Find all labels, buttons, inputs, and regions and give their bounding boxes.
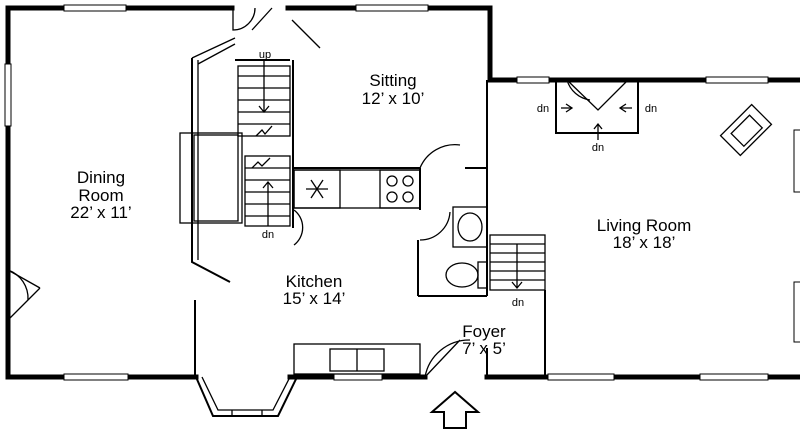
- exterior-walls: [5, 5, 800, 380]
- doors: [7, 7, 471, 378]
- stair-down-foyer: [489, 234, 546, 291]
- window-east-living-1: [793, 129, 800, 193]
- range: [379, 169, 421, 209]
- window-west-dining: [4, 63, 12, 127]
- window-south-dining: [63, 373, 129, 381]
- refrigerator: [293, 169, 341, 209]
- door-north-leaf: [251, 7, 273, 31]
- stair-down-kitchen-label: dn: [262, 229, 274, 241]
- door-sitting: [419, 144, 461, 169]
- fireplace: [179, 132, 243, 224]
- toilet-tank: [477, 261, 488, 289]
- foyer-name: Foyer: [462, 322, 506, 341]
- door-stair-top: [291, 19, 321, 49]
- window-north-dining: [63, 4, 127, 12]
- sink-counter: [293, 343, 421, 375]
- door-west: [7, 269, 41, 321]
- step-down-right-label: dn: [645, 103, 657, 115]
- door-foyer: [424, 339, 471, 378]
- living-step-alcove: [555, 79, 639, 140]
- window-north-living: [705, 76, 769, 84]
- window-south-kitchen: [333, 373, 383, 381]
- kitchen-fixtures: [293, 169, 421, 375]
- door-kitchen-stair: [293, 209, 304, 246]
- stair-up: [237, 60, 291, 137]
- snowflake-icon: [306, 179, 328, 199]
- bath-vanity: [452, 206, 488, 248]
- bathroom-fixtures: [445, 206, 488, 289]
- bath-sink: [457, 212, 483, 242]
- toilet-bowl: [445, 262, 479, 288]
- stair-up-label: up: [259, 49, 271, 61]
- step-down-bottom-label: dn: [592, 142, 604, 154]
- stair-core: [179, 37, 243, 283]
- windows: [4, 4, 800, 381]
- door-bath: [419, 211, 451, 241]
- kitchen-dims: 15’ x 14’: [283, 289, 346, 308]
- stair-down-kitchen: [244, 155, 291, 227]
- bay-window: [195, 376, 298, 417]
- window-north-sitting: [355, 4, 429, 12]
- dining-room-dims: 22’ x 11’: [70, 203, 131, 222]
- dining-room-name-line2: Room: [78, 186, 123, 205]
- entry-arrow-icon: [429, 390, 481, 429]
- step-down-left-label: dn: [537, 103, 549, 115]
- dining-room-name-line1: Dining: [77, 168, 125, 187]
- window-north-living-small: [516, 76, 550, 84]
- fireplace-hearth: [193, 134, 239, 222]
- foyer-dims: 7’ x 5’: [462, 339, 506, 358]
- door-west-arc: [7, 269, 29, 301]
- door-north: [232, 7, 256, 31]
- window-east-living-2: [793, 281, 800, 343]
- stair-down-foyer-label: dn: [512, 297, 524, 309]
- sitting-room-name: Sitting: [369, 71, 416, 90]
- window-south-living-1: [547, 373, 615, 381]
- window-south-living-2: [699, 373, 769, 381]
- kitchen-name: Kitchen: [286, 272, 343, 291]
- living-room-dims: 18’ x 18’: [613, 233, 676, 252]
- sitting-room-dims: 12’ x 10’: [362, 89, 425, 108]
- corner-fireplace: [719, 103, 773, 157]
- living-room-name: Living Room: [597, 216, 692, 235]
